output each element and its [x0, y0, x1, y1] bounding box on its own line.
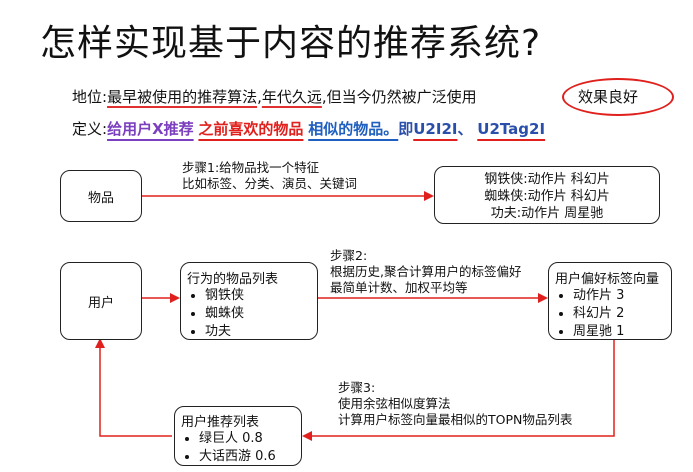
arrow-pref-to-rec	[302, 338, 615, 441]
highlight-circle	[562, 78, 674, 116]
definition-part7: U2Tag2I	[477, 120, 546, 138]
behavior-list-box: 行为的物品列表 钢铁侠 蜘蛛侠 功夫	[180, 262, 318, 340]
status-label: 地位:	[72, 88, 108, 106]
recommendation-item: 大话西游 0.6	[199, 448, 295, 466]
item-feature: 蜘蛛侠:动作片 科幻片	[484, 189, 610, 204]
definition-label: 定义:	[72, 120, 108, 138]
preference-vector-box: 用户偏好标签向量 动作片 3 科幻片 2 周星驰 1	[548, 262, 672, 340]
definition-part1: 给用户X推荐	[107, 120, 194, 138]
step2-line: 根据历史,聚合计算用户的标签偏好	[330, 264, 522, 279]
step3-label: 步骤3: 使用余弦相似度算法 计算用户标签向量最相似的TOPN物品列表	[338, 380, 572, 428]
item-box: 物品	[60, 170, 142, 222]
definition-part6: 、	[457, 120, 473, 138]
status-highlight: 效果良好	[578, 88, 639, 106]
item-label: 物品	[87, 190, 114, 206]
step3-line: 步骤3:	[338, 380, 376, 395]
status-part2: 年代久远	[261, 88, 322, 106]
definition-part3: 相似的物品。	[308, 120, 399, 138]
recommendation-list-box: 用户推荐列表 绿巨人 0.8 大话西游 0.6	[174, 406, 302, 466]
user-label: 用户	[87, 295, 114, 311]
status-line: 地位:最早被使用的推荐算法,年代久远,但当今仍然被广泛使用	[72, 86, 477, 107]
preference-item: 动作片 3	[573, 287, 665, 305]
recommendation-list-title: 用户推荐列表	[181, 415, 260, 430]
preference-item: 科幻片 2	[573, 305, 665, 323]
definition-part4: 即	[398, 120, 414, 138]
item-feature: 功夫:动作片 周星驰	[490, 206, 604, 221]
preference-vector-title: 用户偏好标签向量	[555, 272, 660, 287]
behavior-list-item: 蜘蛛侠	[205, 305, 311, 323]
preference-item: 周星驰 1	[573, 323, 665, 341]
step1-label: 步骤1:给物品找一个特征 比如标签、分类、演员、关键词	[182, 160, 357, 192]
item-feature: 钢铁侠:动作片 科幻片	[484, 172, 610, 187]
step2-label: 步骤2: 根据历史,聚合计算用户的标签偏好 最简单计数、加权平均等	[330, 248, 521, 296]
status-part3: ,但当今仍然被广泛使用	[321, 88, 477, 106]
behavior-list-title: 行为的物品列表	[187, 272, 279, 287]
step3-line: 计算用户标签向量最相似的TOPN物品列表	[338, 412, 573, 427]
page-title: 怎样实现基于内容的推荐系统?	[40, 23, 542, 64]
definition-part5: U2I2I	[413, 120, 458, 138]
user-box: 用户	[60, 262, 142, 340]
step2-line: 步骤2:	[330, 248, 368, 263]
arrow-rec-to-user	[95, 338, 172, 437]
step1-line: 步骤1:给物品找一个特征	[182, 160, 320, 175]
recommendation-item: 绿巨人 0.8	[199, 430, 295, 448]
step3-line: 使用余弦相似度算法	[338, 396, 451, 411]
definition-line: 定义:给用户X推荐 之前喜欢的物品 相似的物品。即U2I2I、 U2Tag2I	[72, 118, 545, 139]
item-features-box: 钢铁侠:动作片 科幻片 蜘蛛侠:动作片 科幻片 功夫:动作片 周星驰	[434, 166, 660, 224]
status-sep1: ,	[257, 88, 262, 106]
step2-line: 最简单计数、加权平均等	[330, 280, 468, 295]
behavior-list-item: 功夫	[205, 323, 311, 341]
behavior-list-item: 钢铁侠	[205, 287, 311, 305]
definition-part2: 之前喜欢的物品	[198, 120, 304, 138]
step1-line: 比如标签、分类、演员、关键词	[182, 176, 358, 191]
status-part1: 最早被使用的推荐算法	[107, 88, 258, 106]
